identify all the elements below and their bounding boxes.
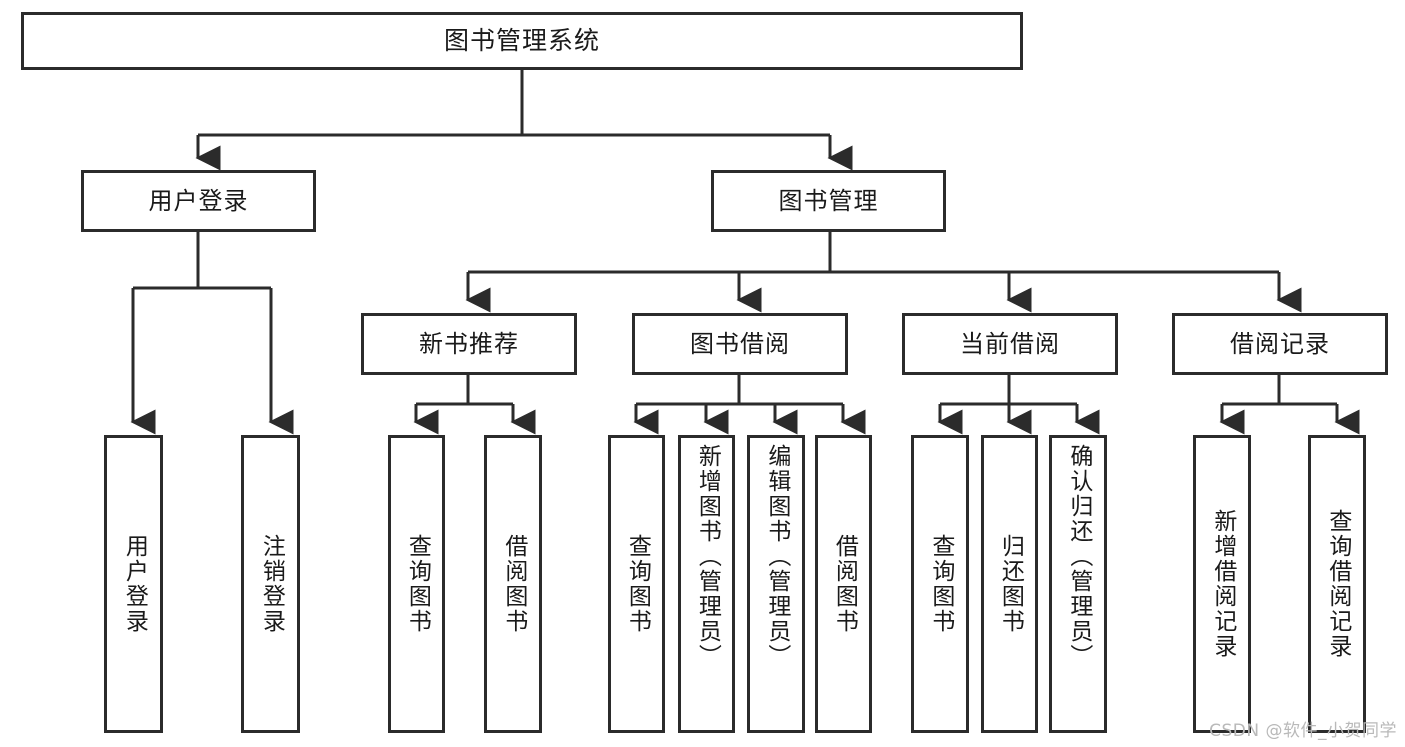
node-label: 新书推荐	[419, 329, 519, 358]
leaf-label: 用户登录	[121, 534, 148, 634]
leaf-book-borrow-borrow[interactable]: 借阅图书	[815, 435, 872, 733]
leaf-borrow-record-query[interactable]: 查询借阅记录	[1308, 435, 1366, 733]
node-user-login[interactable]: 用户登录	[81, 170, 316, 232]
leaf-book-borrow-add[interactable]: 新增图书（管理员）	[678, 435, 735, 733]
leaf-label: 归还图书	[997, 534, 1024, 634]
node-book-borrow[interactable]: 图书借阅	[632, 313, 848, 375]
leaf-label: 注销登录	[258, 534, 285, 634]
node-new-book-recommend[interactable]: 新书推荐	[361, 313, 577, 375]
node-current-borrow[interactable]: 当前借阅	[902, 313, 1118, 375]
leaf-current-borrow-query[interactable]: 查询图书	[911, 435, 969, 733]
leaf-label: 借阅图书	[500, 534, 527, 634]
node-label: 借阅记录	[1230, 329, 1330, 358]
leaf-current-borrow-return[interactable]: 归还图书	[981, 435, 1038, 733]
leaf-label: 编辑图书（管理员）	[763, 444, 790, 669]
node-root-system[interactable]: 图书管理系统	[21, 12, 1023, 70]
leaf-label: 确认归还（管理员）	[1065, 444, 1092, 669]
node-label: 图书管理	[778, 186, 879, 215]
node-label: 当前借阅	[960, 329, 1060, 358]
leaf-label: 借阅图书	[831, 534, 858, 634]
leaf-book-borrow-edit[interactable]: 编辑图书（管理员）	[747, 435, 805, 733]
watermark-credit: CSDN @软件_小贺同学	[1209, 721, 1397, 741]
leaf-new-book-query[interactable]: 查询图书	[388, 435, 445, 733]
node-label: 图书借阅	[690, 329, 790, 358]
node-borrow-record[interactable]: 借阅记录	[1172, 313, 1388, 375]
node-label: 用户登录	[148, 186, 249, 215]
leaf-book-borrow-query[interactable]: 查询图书	[608, 435, 665, 733]
node-book-management[interactable]: 图书管理	[711, 170, 946, 232]
leaf-label: 查询借阅记录	[1324, 509, 1351, 659]
leaf-user-login-logout[interactable]: 注销登录	[241, 435, 300, 733]
leaf-label: 查询图书	[624, 534, 651, 634]
leaf-new-book-borrow[interactable]: 借阅图书	[484, 435, 542, 733]
leaf-borrow-record-add[interactable]: 新增借阅记录	[1193, 435, 1251, 733]
leaf-label: 新增借阅记录	[1209, 509, 1236, 659]
leaf-user-login-login[interactable]: 用户登录	[104, 435, 163, 733]
leaf-label: 查询图书	[927, 534, 954, 634]
leaf-label: 新增图书（管理员）	[694, 444, 721, 669]
node-label: 图书管理系统	[443, 26, 600, 56]
leaf-current-borrow-confirm-return[interactable]: 确认归还（管理员）	[1049, 435, 1107, 733]
leaf-label: 查询图书	[404, 534, 431, 634]
